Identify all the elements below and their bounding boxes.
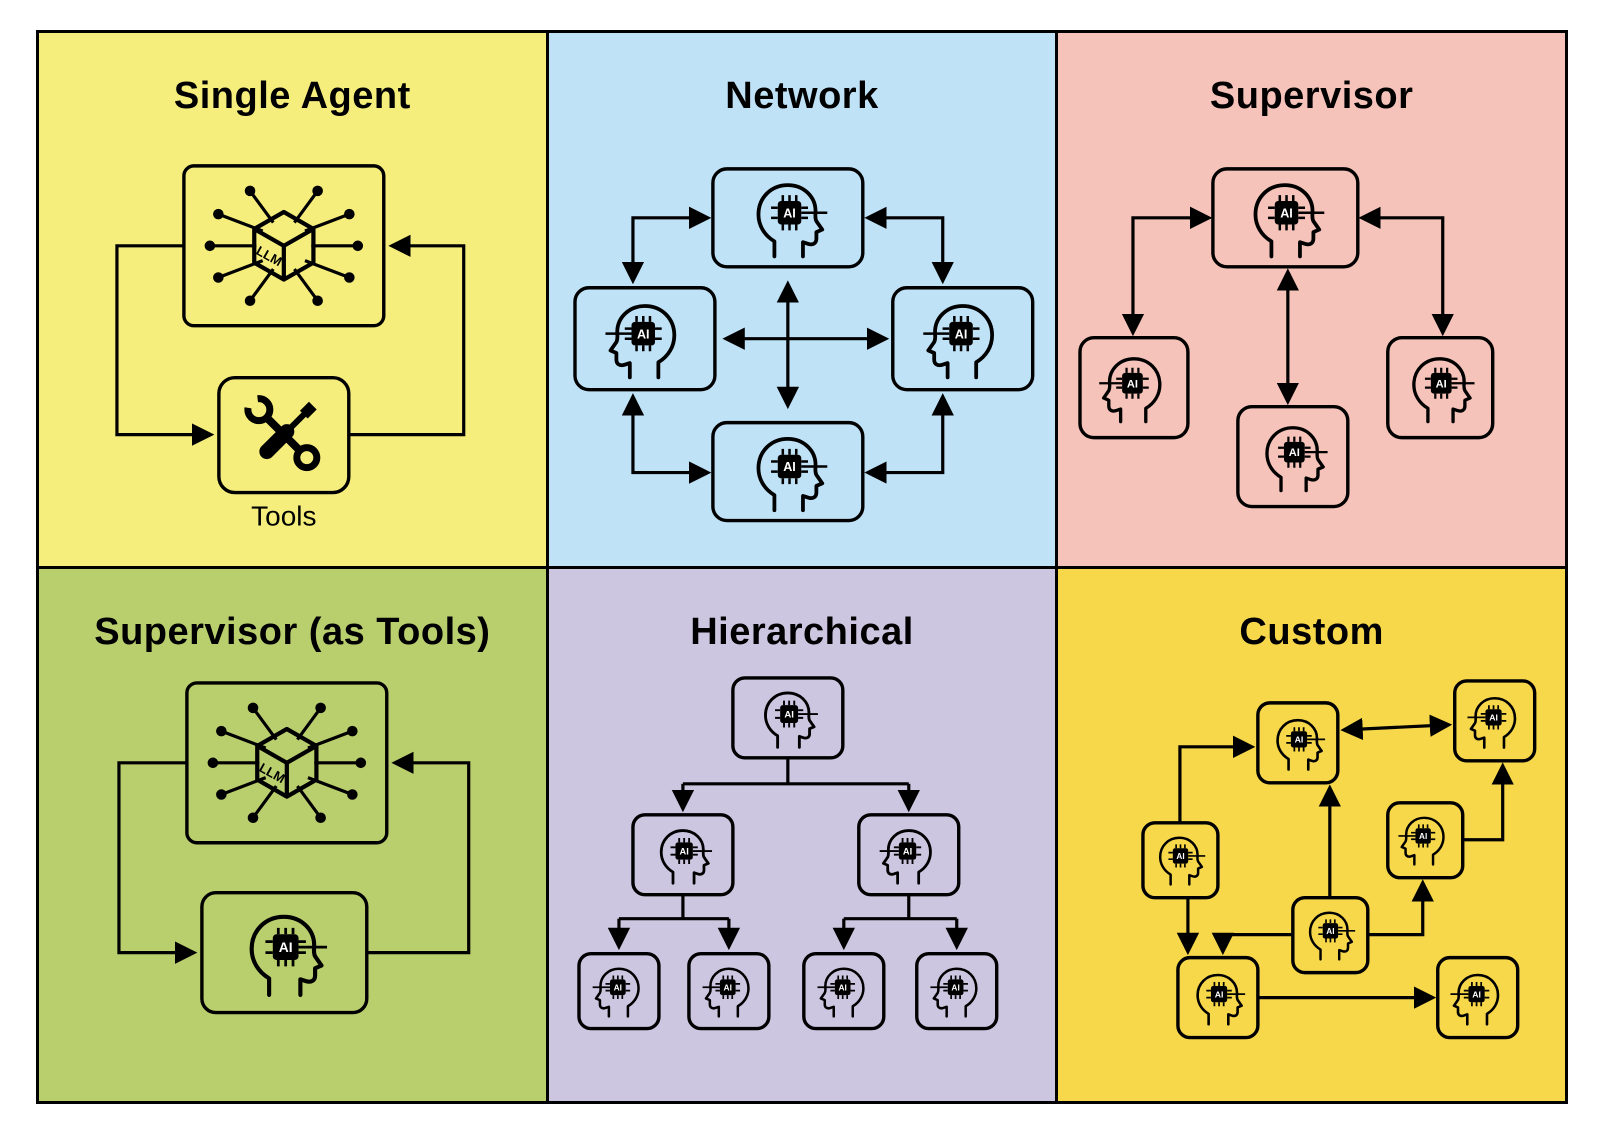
agent-node-center [1236,404,1350,509]
arrow-e-to-f [1212,932,1294,955]
ai-head-icon [1253,183,1327,259]
ai-head-icon [928,967,978,1018]
leaf-agent-node-2 [686,951,771,1030]
agent-node-f [1176,955,1260,1039]
panel-supervisor-as-tools: Supervisor (as Tools) [39,568,546,1101]
arrow-bottom-right-elbow [863,393,954,484]
arrow-d-to-b [1463,761,1515,841]
arrow-agent-to-llm [366,751,471,954]
arrow-supervisor-left [1122,206,1213,337]
ai-head-icon [1449,973,1500,1026]
agent-node-top [710,167,865,269]
ai-head-icon [815,967,865,1018]
leaf-agent-node-3 [801,951,886,1030]
tools-icon [248,399,317,468]
panel-title-supervisor: Supervisor [1209,75,1414,117]
panel-single-agent: Single Agent Tools [39,33,546,566]
leaf-agent-node-1 [576,951,661,1030]
single-agent-diagram: Tools [115,164,466,532]
custom-diagram [1141,678,1537,1039]
ai-head-icon [877,828,932,885]
ai-head-icon [1097,357,1162,424]
panel-title-custom: Custom [1239,610,1384,653]
agent-node-left [1078,336,1190,440]
ai-head-icon [1276,718,1327,771]
panel-hierarchical: Hierarchical [548,568,1056,1101]
arrow-e-to-d [1368,878,1435,936]
supervisor-node [1211,167,1360,269]
ai-head-icon [603,304,676,380]
arrow-top-right-elbow [863,206,954,285]
ai-head-icon [1265,426,1330,493]
ai-head-icon [591,967,640,1018]
supervisor-diagram [1078,167,1495,509]
ai-head-icon [1412,357,1477,424]
agent-node-g [1436,955,1520,1039]
ai-head-icon [659,828,714,885]
agent-node-b [1453,678,1537,763]
agent-node-a [1256,700,1340,784]
arrow-a-b [1340,714,1453,740]
ai-head-icon [1397,816,1446,866]
arrow-llm-to-agent [117,760,198,964]
supervisor-as-tools-diagram [117,680,471,1014]
leaf-agent-node-4 [914,951,999,1030]
agent-node-bottom [710,420,865,523]
arrow-c-to-a [1178,735,1256,823]
network-diagram [572,167,1035,523]
panel-network: Network [548,33,1056,566]
panel-title-supervisor-as-tools: Supervisor (as Tools) [94,610,491,653]
ai-head-icon [252,916,327,994]
ai-head-icon [1466,696,1517,749]
ai-head-icon [1309,910,1357,961]
root-agent-node [730,675,845,760]
ai-head-icon [1159,836,1207,886]
panel-custom: Custom [1058,568,1565,1101]
arrow-llm-to-tools [115,244,215,446]
tools-label: Tools [251,501,316,532]
ai-head-icon [921,304,994,380]
arrow-supervisor-right [1358,206,1455,337]
panel-title-network: Network [725,75,879,117]
ai-head-icon [1196,973,1247,1026]
architecture-grid: Single Agent Tools Network [36,30,1568,1104]
panel-title-single-agent: Single Agent [173,75,411,117]
arrow-top-left-elbow [621,206,712,285]
panel-supervisor: Supervisor [1058,33,1565,566]
agent-node-right [890,286,1035,392]
arrow-tools-to-llm [348,234,466,437]
arrow-bottom-left-elbow [621,393,712,484]
tree-connectors [618,757,957,920]
agent-node-left [572,286,717,392]
ai-head-icon [756,183,829,259]
llm-network-icon [205,186,363,306]
llm-network-icon [208,702,366,822]
agent-node-right [1386,336,1495,440]
ai-head-icon [756,436,829,513]
ai-head-icon [700,967,750,1018]
hierarchical-diagram [576,675,999,1030]
ai-head-icon [763,690,820,749]
panel-title-hierarchical: Hierarchical [690,610,914,653]
